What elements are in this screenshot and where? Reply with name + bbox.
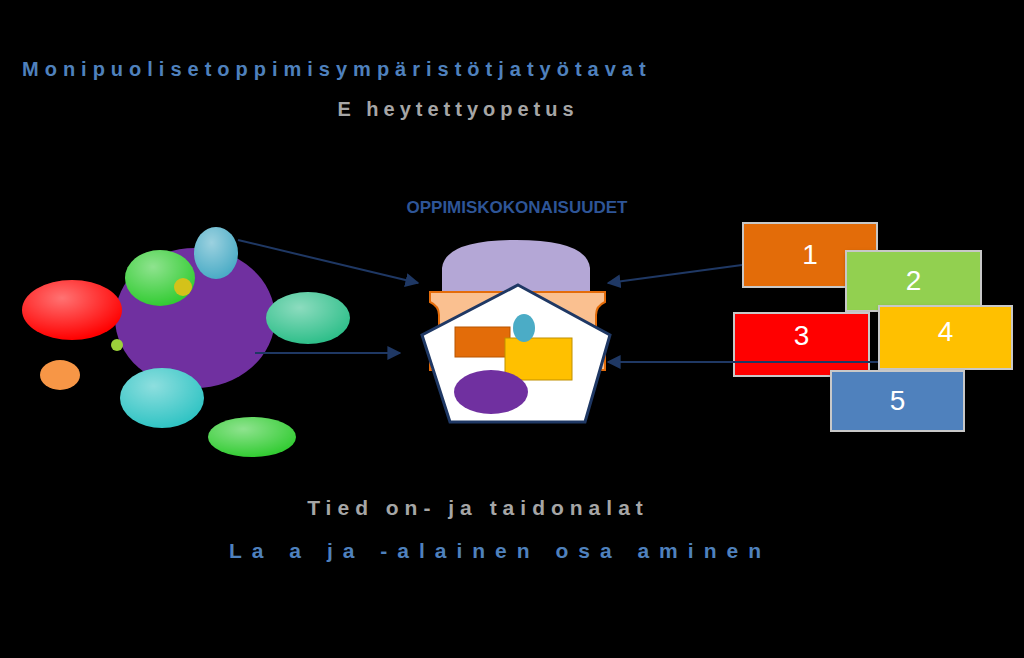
unit-heading: OPPIMISKOKONAISUUDET [406, 198, 627, 218]
box-number: 5 [890, 385, 906, 417]
numbered-box: 5 [830, 370, 965, 432]
box-number: 4 [938, 316, 954, 348]
box-number: 2 [906, 265, 922, 297]
box-number: 3 [794, 320, 810, 352]
arrow-connector [608, 361, 878, 363]
learning-unit-shape [422, 240, 610, 422]
bottom-label: La a ja -alainen osa aminen [229, 539, 771, 563]
arrow-connector [608, 265, 742, 283]
title: Monipuolisetoppimisympäristötjatyötavat [22, 58, 652, 81]
numbered-box: 3 [733, 312, 870, 377]
bubble-cluster [22, 227, 350, 457]
box-number: 1 [802, 239, 818, 271]
subtitle: E heytettyopetus [337, 98, 578, 121]
learning-unit: OPPIMISKOKONAISUUDET [422, 240, 612, 425]
cluster-arrows [238, 240, 418, 353]
numbered-box: 4 [878, 305, 1013, 370]
bottom-label: Tied on- ja taidonalat [307, 496, 649, 520]
numbered-box: 2 [845, 250, 982, 312]
